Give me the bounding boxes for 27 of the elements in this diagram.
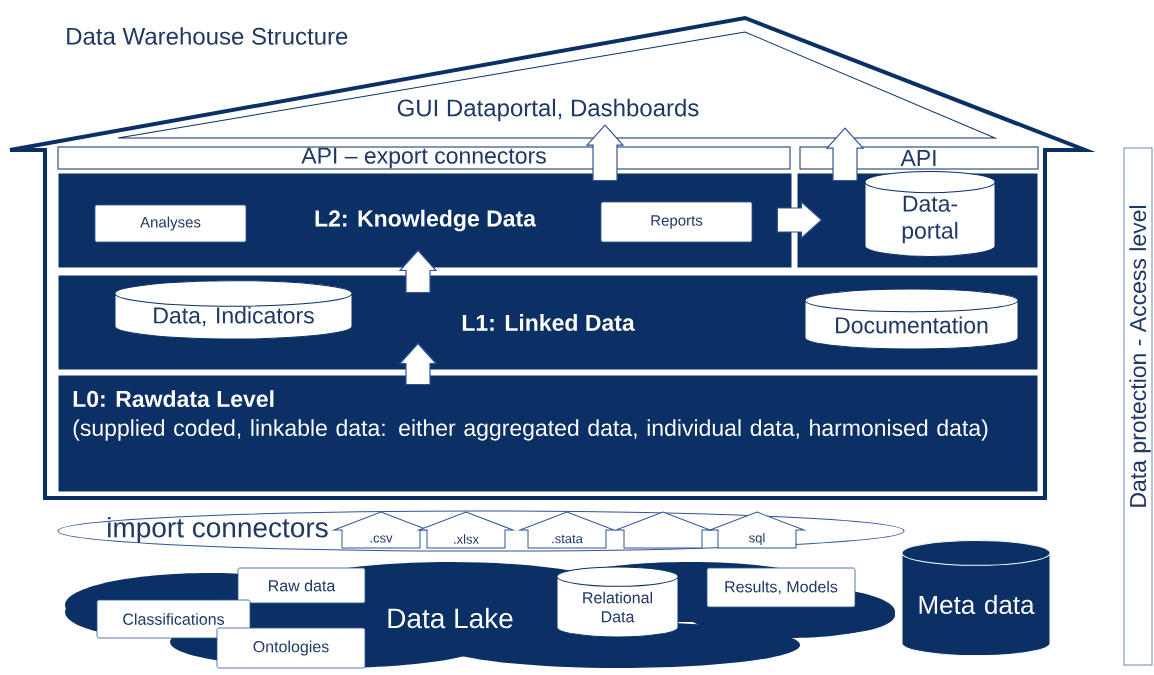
label-box: Ontologies (216, 627, 366, 669)
label-box: Reports (600, 201, 753, 243)
block-arrow (585, 124, 625, 182)
database-cylinder: Relational Data (556, 566, 679, 638)
title: Data Warehouse Structure (67, 27, 348, 45)
layer-band: L0: Rawdata Level (supplied coded, linkable data: either aggregated data, individual data, harmonised data) (57, 374, 1039, 493)
file-format-pentagon: .csv (333, 511, 429, 549)
database-cylinder: Documentation (804, 288, 1019, 350)
database-cylinder: Meta data (901, 540, 1051, 657)
label-box: Results, Models (706, 567, 856, 608)
database-cylinder: Data, Indicators (114, 280, 353, 340)
house-frame (8, 15, 1096, 500)
label-box: Analyses (94, 204, 247, 243)
api-band: API – export connectors (57, 146, 791, 170)
side-band: Data protection - Access level (1123, 147, 1153, 666)
file-format-pentagon (615, 511, 711, 549)
block-arrow (776, 200, 823, 240)
block-arrow (825, 127, 865, 182)
database-cylinder: Data-portal (864, 170, 996, 257)
node-label: Ontologies (253, 640, 329, 656)
label-box: Raw data (237, 567, 366, 604)
file-format-pentagon: .stata (519, 511, 615, 549)
block-arrow (398, 342, 438, 386)
block-arrow (398, 249, 438, 294)
label-box: Classifications (96, 599, 251, 639)
file-format-pentagon: sql (709, 511, 805, 549)
file-format-pentagon: .xlsx (418, 511, 514, 549)
